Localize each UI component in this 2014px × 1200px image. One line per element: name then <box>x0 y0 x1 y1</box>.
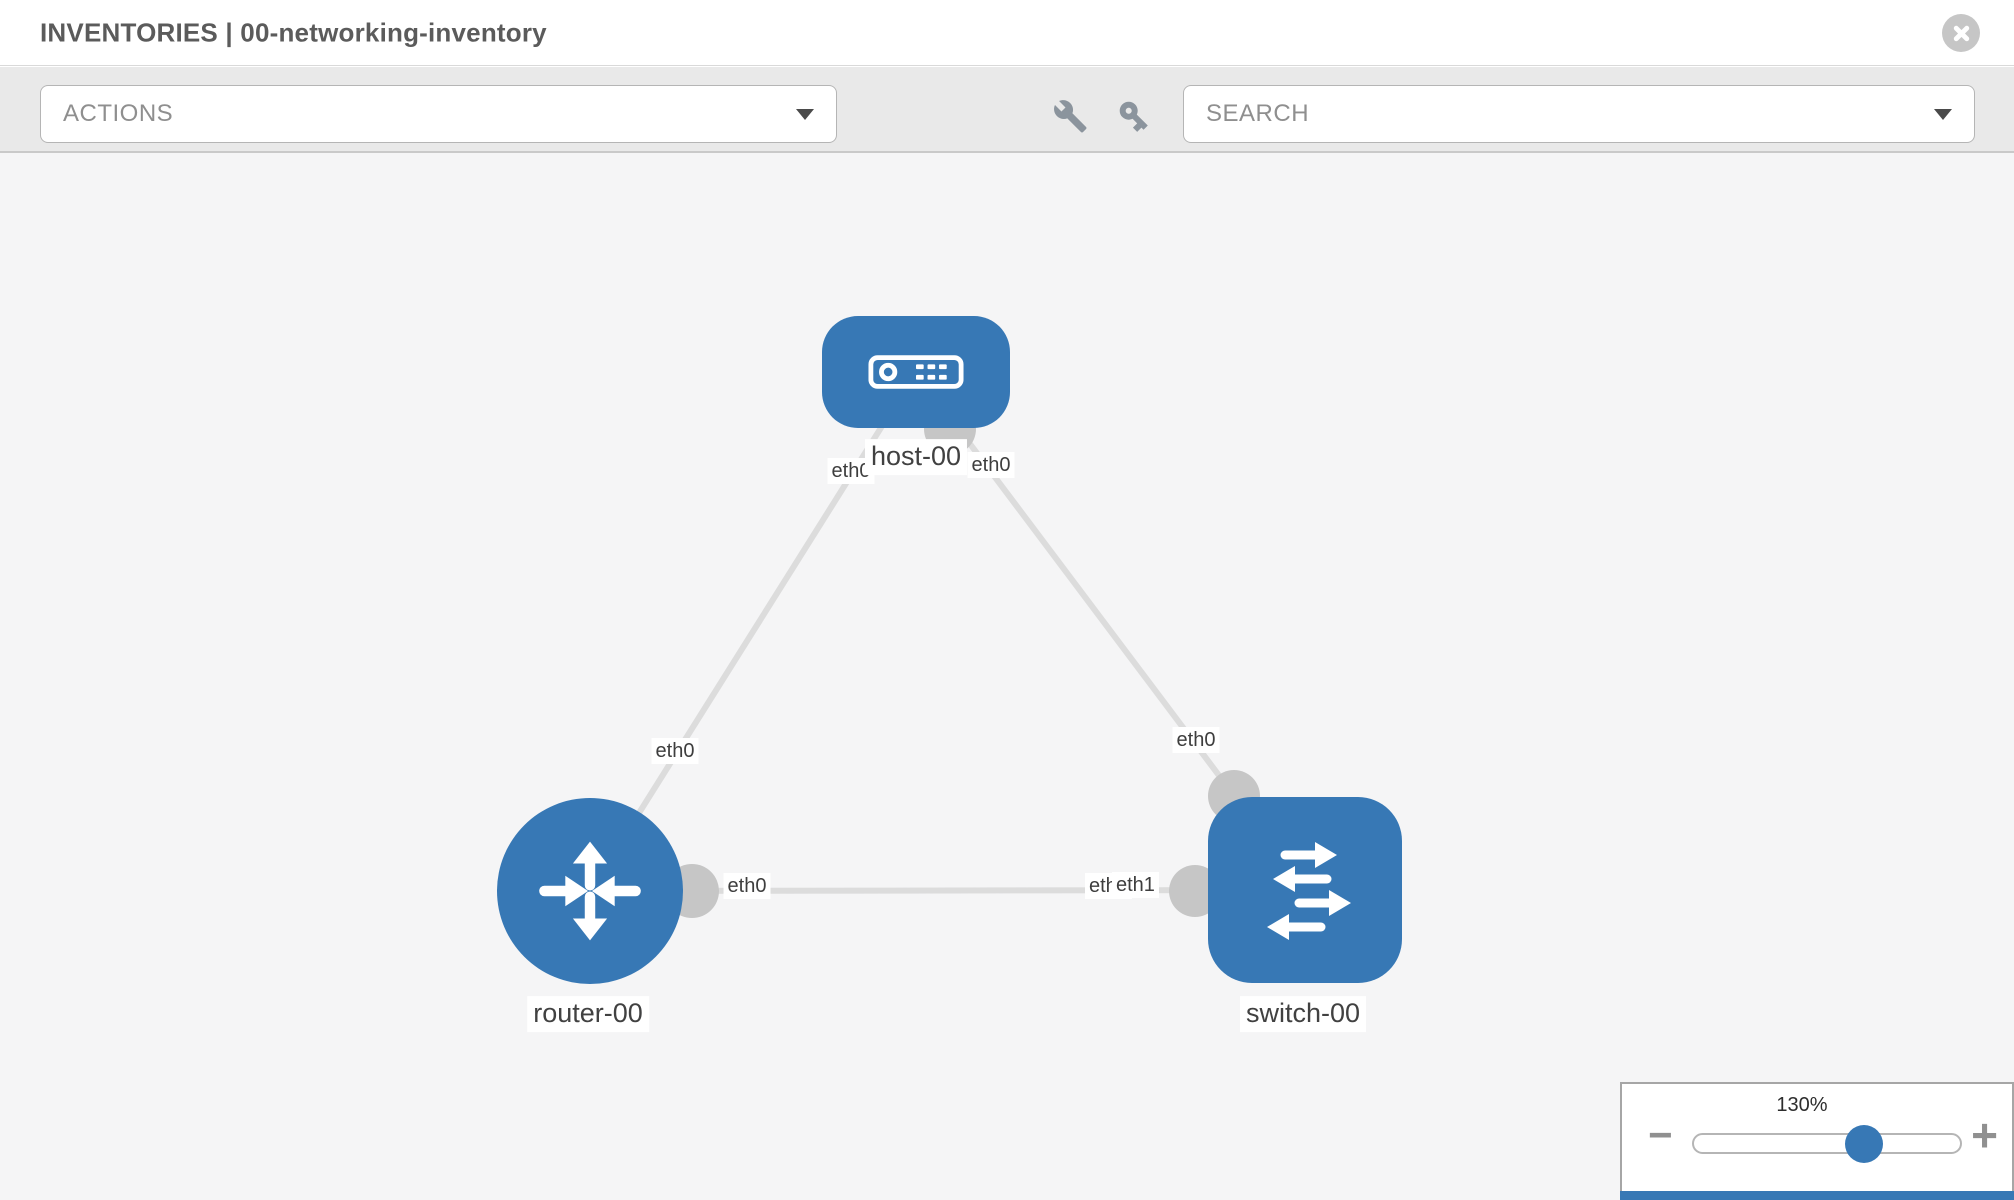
node-host-00[interactable] <box>822 316 1010 428</box>
router-arrows-icon <box>539 841 641 941</box>
key-icon <box>1119 101 1148 132</box>
chevron-down-icon <box>796 108 814 120</box>
interface-label-router-eth0: eth0 <box>723 873 771 899</box>
node-label-host: host-00 <box>864 439 968 475</box>
search-dropdown[interactable]: SEARCH <box>1183 85 1975 143</box>
page-title: INVENTORIES | 00-networking-inventory <box>40 17 547 47</box>
wrench-icon <box>1054 100 1087 133</box>
chevron-down-icon <box>1934 108 1952 120</box>
header: INVENTORIES | 00-networking-inventory <box>0 0 2014 66</box>
node-label-router: router-00 <box>527 996 649 1032</box>
actions-dropdown-label: ACTIONS <box>63 100 174 127</box>
interface-label-switch-eth0: eth0 <box>1172 727 1220 753</box>
zoom-level: 130% <box>1776 1094 1828 1116</box>
switch-arrows-icon <box>1267 842 1351 940</box>
node-switch-00[interactable] <box>1208 797 1402 983</box>
zoom-slider-handle[interactable] <box>1845 1124 1883 1163</box>
zoom-out-button[interactable]: − <box>1648 1111 1673 1158</box>
interface-label-switch-eth1: eth1 <box>1112 872 1159 898</box>
actions-dropdown[interactable]: ACTIONS <box>40 85 837 143</box>
search-placeholder: SEARCH <box>1206 100 1310 127</box>
zoom-slider-track[interactable] <box>1692 1124 1962 1163</box>
credentials-button[interactable] <box>1116 98 1152 134</box>
close-button[interactable] <box>1942 14 1980 52</box>
zoom-panel-accent-bar <box>1620 1191 2014 1200</box>
toolbar: ACTIONS SEARCH <box>0 67 2014 153</box>
zoom-panel: 130% − + <box>1620 1082 2014 1200</box>
node-router-00[interactable] <box>497 798 683 984</box>
node-label-switch: switch-00 <box>1239 996 1367 1032</box>
zoom-in-button[interactable]: + <box>1971 1109 1998 1161</box>
interface-label-router-eth0-uplink: eth0 <box>651 738 699 764</box>
interface-label-host-eth0-right: eth0 <box>967 452 1015 478</box>
host-device-icon <box>868 355 964 389</box>
topology-canvas[interactable] <box>0 153 2014 1200</box>
configure-button[interactable] <box>1052 98 1088 134</box>
close-icon <box>1953 25 1969 41</box>
